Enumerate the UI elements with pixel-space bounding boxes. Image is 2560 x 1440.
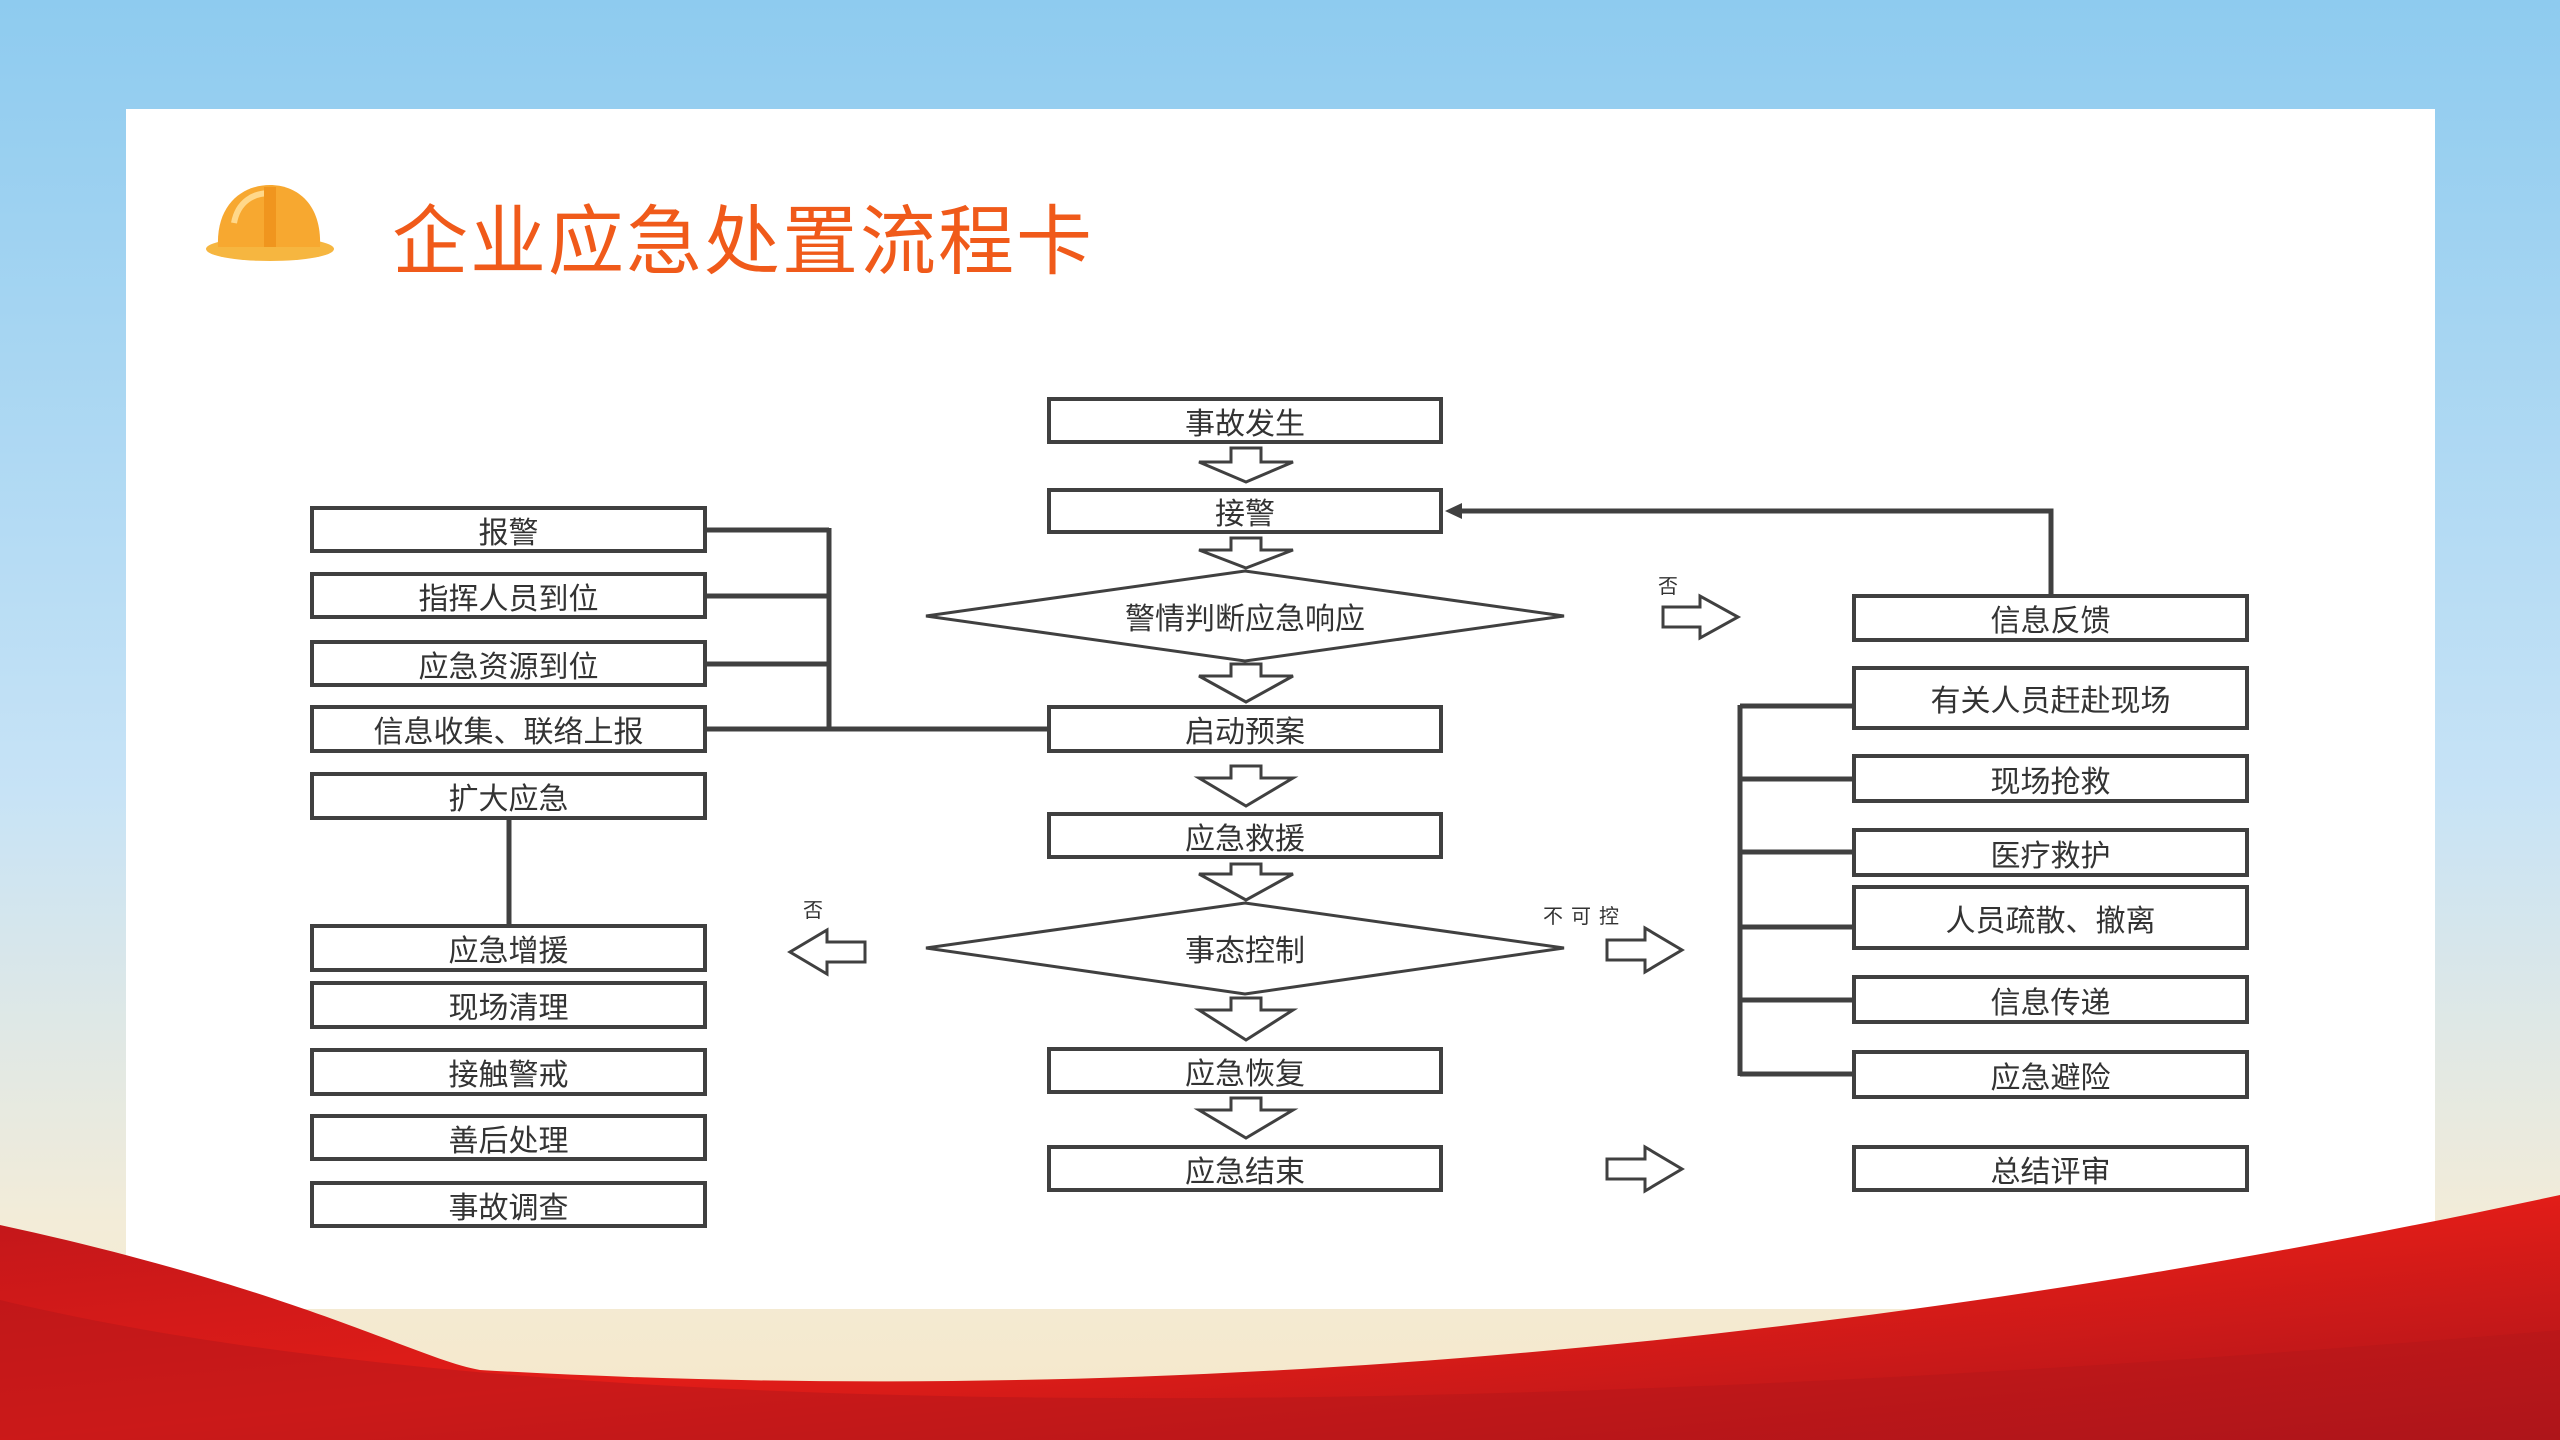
right-node: 应急避险 bbox=[1852, 1050, 2249, 1099]
left-node: 现场清理 bbox=[310, 981, 707, 1029]
left-node: 事故调查 bbox=[310, 1181, 707, 1228]
left-node: 信息收集、联络上报 bbox=[310, 705, 707, 753]
label-no-left: 否 bbox=[803, 898, 831, 922]
page-title: 企业应急处置流程卡 bbox=[392, 197, 1094, 286]
right-arrow-uncontrollable-icon bbox=[1605, 925, 1685, 975]
left-node: 指挥人员到位 bbox=[310, 572, 707, 619]
helmet-icon bbox=[206, 185, 334, 261]
node-accident-occurs: 事故发生 bbox=[1047, 397, 1443, 444]
right-node: 有关人员赶赴现场 bbox=[1852, 666, 2249, 730]
left-node: 扩大应急 bbox=[310, 772, 707, 820]
judge-diamond bbox=[925, 569, 1565, 663]
left-arrow-no-icon bbox=[787, 927, 867, 977]
node-judge-response: 警情判断应急响应 bbox=[1125, 602, 1365, 637]
feedback-arrowhead bbox=[1445, 503, 1462, 519]
node-recovery: 应急恢复 bbox=[1047, 1047, 1443, 1094]
right-bracket-lines bbox=[1737, 703, 1852, 1077]
left-node: 善后处理 bbox=[310, 1114, 707, 1161]
node-situation-control: 事态控制 bbox=[1185, 934, 1305, 969]
node-emergency-rescue: 应急救援 bbox=[1047, 812, 1443, 859]
label-uncontrollable: 不可控 bbox=[1543, 904, 1627, 928]
right-node: 总结评审 bbox=[1852, 1145, 2249, 1192]
right-node: 现场抢救 bbox=[1852, 754, 2249, 803]
right-node: 人员疏散、撤离 bbox=[1852, 885, 2249, 950]
down-arrow-icons bbox=[1193, 446, 1299, 1140]
right-node: 医疗救护 bbox=[1852, 828, 2249, 877]
right-arrow-end-icon bbox=[1605, 1144, 1685, 1194]
left-node: 应急资源到位 bbox=[310, 640, 707, 687]
label-no-right: 否 bbox=[1658, 574, 1686, 598]
node-start-plan: 启动预案 bbox=[1047, 705, 1443, 753]
node-receive-alarm: 接警 bbox=[1047, 488, 1443, 534]
node-end: 应急结束 bbox=[1047, 1145, 1443, 1192]
left-node: 报警 bbox=[310, 506, 707, 553]
left-bracket-lines bbox=[707, 527, 1047, 732]
right-arrow-no-icon bbox=[1661, 593, 1742, 641]
right-node: 信息反馈 bbox=[1852, 594, 2249, 642]
left-node: 接触警戒 bbox=[310, 1048, 707, 1096]
feedback-line bbox=[1460, 508, 2054, 594]
left-node: 应急增援 bbox=[310, 924, 707, 972]
right-node: 信息传递 bbox=[1852, 975, 2249, 1024]
control-diamond bbox=[925, 901, 1565, 996]
